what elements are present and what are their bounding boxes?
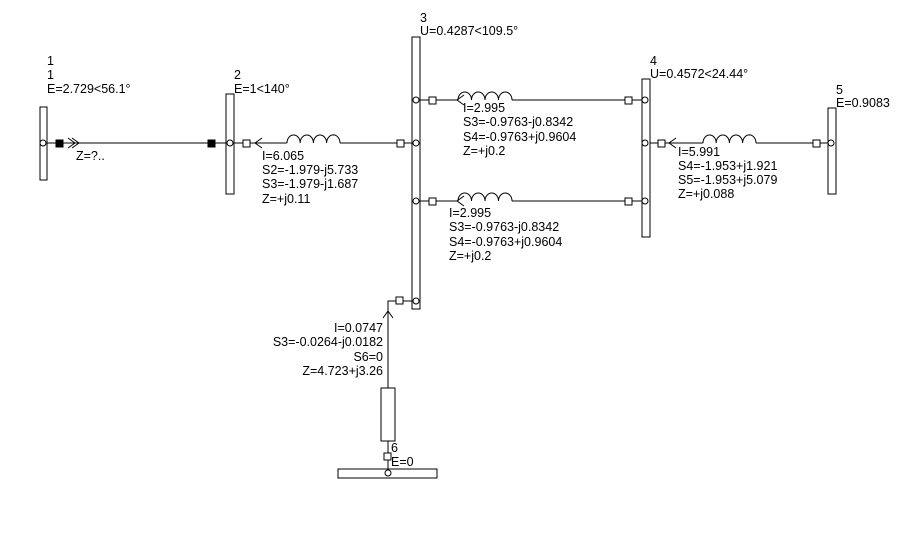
bus-2-number: 2: [234, 68, 241, 82]
node-circle-icon: [641, 139, 649, 147]
arrow-left-icon: [254, 137, 263, 149]
node-circle-icon: [641, 96, 649, 104]
branch-label-line: I=5.991: [678, 145, 720, 159]
bus-4-value: U=0.4572<24.44°: [650, 67, 748, 81]
branch-label-line: I=2.995: [449, 206, 491, 220]
branch-label-line: S6=0: [353, 350, 383, 364]
wires: [43, 99, 831, 473]
resistor-3-6[interactable]: [380, 387, 396, 442]
switches[interactable]: [55, 96, 821, 461]
inductor-4-5[interactable]: [702, 134, 757, 144]
bus-1-number: 1: [47, 54, 54, 68]
branch-label-line: S3=-1.979-j1.687: [262, 177, 358, 191]
switch-open-icon[interactable]: [657, 139, 666, 148]
node-circle-icon: [827, 139, 835, 147]
branch-3-4-upper-labels: I=2.995 S3=-0.9763-j0.8342 S4=-0.9763+j0…: [463, 101, 576, 158]
switch-open-icon[interactable]: [428, 197, 437, 206]
bus-5-number: 5: [836, 83, 843, 97]
switch-open-icon[interactable]: [624, 197, 633, 206]
node-circle-icon: [39, 139, 47, 147]
current-arrows: [67, 94, 677, 319]
switch-open-icon[interactable]: [624, 96, 633, 105]
bus-4-number: 4: [650, 54, 657, 68]
switch-closed-icon[interactable]: [55, 139, 64, 148]
node-circle-icon: [641, 197, 649, 205]
arrow-up-icon: [382, 310, 394, 319]
branch-label-line: Z=+j0.11: [262, 192, 310, 206]
branch-label-line: Z=+j0.2: [449, 249, 491, 263]
wire-3-6-top: [387, 300, 416, 388]
bus-2-value: E=1<140°: [234, 82, 290, 96]
connection-nodes: [39, 96, 835, 477]
branch-4-5-labels: I=5.991 S4=-1.953+j1.921 S5=-1.953+j5.07…: [678, 145, 777, 201]
arrow-right-icon: [71, 137, 80, 149]
switch-closed-icon[interactable]: [207, 139, 216, 148]
bus-4-bar[interactable]: [641, 78, 651, 238]
inductor-2-3[interactable]: [286, 134, 341, 144]
branch-label-line: Z=+j0.2: [463, 144, 505, 158]
branch-label-line: S3=-0.0264-j0.0182: [273, 335, 383, 349]
branch-label-line: I=0.0747: [334, 321, 383, 335]
branch-label-line: S4=-1.953+j1.921: [678, 159, 777, 173]
inductor-3-4-lower[interactable]: [457, 192, 513, 202]
branch-label-line: S3=-0.9763-j0.8342: [449, 220, 559, 234]
branch-3-6-labels: I=0.0747 S3=-0.0264-j0.0182 S6=0 Z=4.723…: [273, 321, 383, 378]
node-circle-icon: [226, 139, 234, 147]
switch-open-icon[interactable]: [242, 139, 251, 148]
branch-label-line: S3=-0.9763-j0.8342: [463, 115, 573, 129]
switch-open-icon[interactable]: [395, 296, 404, 305]
branch-label-line: Z=4.723+j3.26: [302, 364, 383, 378]
bus-3-bar[interactable]: [411, 36, 421, 310]
bus-3-value: U=0.4287<109.5°: [420, 24, 518, 38]
inductor-3-4-upper[interactable]: [457, 91, 513, 101]
branch-label-line: S2=-1.979-j5.733: [262, 163, 358, 177]
bus-1-value: E=2.729<56.1°: [47, 82, 131, 96]
node-circle-icon: [412, 197, 420, 205]
switch-open-icon[interactable]: [383, 452, 392, 461]
bus-5-bar[interactable]: [827, 107, 837, 195]
branch-2-3-labels: I=6.065 S2=-1.979-j5.733 S3=-1.979-j1.68…: [262, 149, 358, 206]
branch-label-line: S4=-0.9763+j0.9604: [449, 235, 562, 249]
branch-3-4-lower-labels: I=2.995 S3=-0.9763-j0.8342 S4=-0.9763+j0…: [449, 206, 562, 263]
arrow-left-icon: [456, 195, 465, 207]
arrow-left-icon: [668, 137, 677, 149]
node-circle-icon: [384, 469, 392, 477]
node-circle-icon: [412, 139, 420, 147]
node-circle-icon: [412, 96, 420, 104]
arrow-left-icon: [456, 94, 465, 106]
bus-1-name: 1: [47, 68, 54, 82]
bus-6-number: 6: [391, 441, 398, 455]
branch-1-2-z: Z=?..: [76, 149, 105, 163]
branch-label-line: I=2.995: [463, 101, 505, 115]
bus-5-value: E=0.9083: [836, 96, 890, 110]
arrow-right-icon: [67, 137, 76, 149]
branch-label-line: S5=-1.953+j5.079: [678, 173, 777, 187]
branch-label-line: S4=-0.9763+j0.9604: [463, 130, 576, 144]
node-circle-icon: [412, 297, 420, 305]
branch-label-line: Z=+j0.088: [678, 187, 734, 201]
bus-3-number: 3: [420, 11, 427, 25]
branch-label-line: I=6.065: [262, 149, 304, 163]
bus-6-value: E=0: [391, 455, 414, 469]
switch-open-icon[interactable]: [812, 139, 821, 148]
switch-open-icon[interactable]: [396, 139, 405, 148]
switch-open-icon[interactable]: [428, 96, 437, 105]
